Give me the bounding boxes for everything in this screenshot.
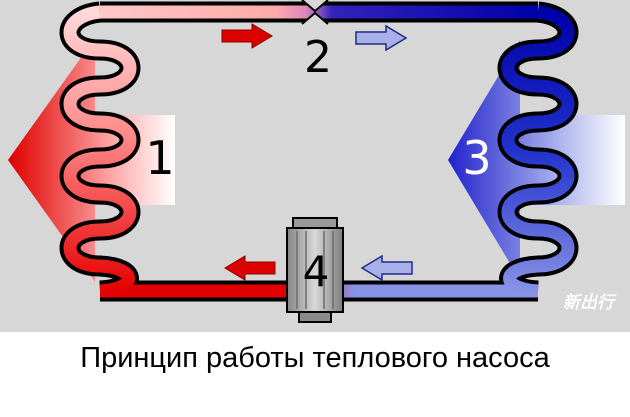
label-condenser: 1 bbox=[145, 131, 174, 185]
valve-edge-bottom bbox=[301, 11, 329, 25]
diagram-canvas: 1 2 3 4 新出行 bbox=[0, 0, 630, 332]
valve-edge-top bbox=[301, 0, 329, 13]
condenser-coil bbox=[63, 5, 137, 298]
caption: Принцип работы теплового насоса bbox=[80, 342, 550, 374]
flow-cold-top-arrow-icon bbox=[355, 24, 408, 52]
flow-cold-bottom-arrow-icon bbox=[360, 254, 413, 282]
valve-pinch-top bbox=[302, 0, 328, 11]
compressor-ridges bbox=[296, 231, 334, 309]
expansion-valve bbox=[301, 0, 329, 25]
valve-pinch-bottom bbox=[302, 13, 328, 24]
watermark: 新出行 bbox=[563, 293, 617, 312]
flow-hot-top-arrow-icon bbox=[221, 23, 273, 49]
flow-hot-bottom-arrow-icon bbox=[224, 255, 276, 281]
evaporator-coil bbox=[501, 5, 575, 298]
label-evaporator: 3 bbox=[462, 131, 491, 185]
label-compressor: 4 bbox=[303, 247, 330, 296]
label-expansion-valve: 2 bbox=[304, 32, 332, 83]
compressor bbox=[286, 217, 344, 323]
